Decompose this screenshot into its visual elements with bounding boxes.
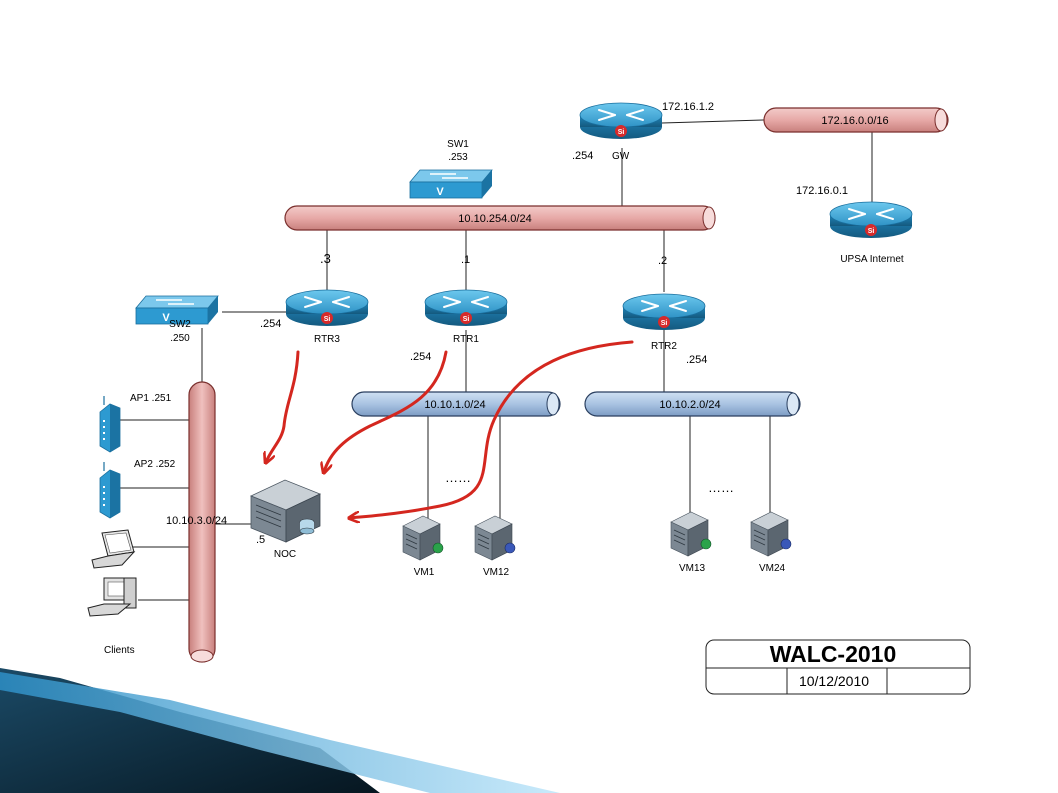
rtr1-name: RTR1	[453, 334, 479, 345]
router-icon	[829, 201, 913, 239]
corner-decoration-light	[0, 672, 560, 793]
server-icon	[670, 511, 712, 557]
access-point-icon	[99, 462, 121, 519]
server-icon	[402, 515, 444, 561]
bus-net2: 10.10.2.0/24	[584, 391, 801, 417]
arrow-rtr1-noc	[324, 350, 448, 472]
arrow-rtr3-noc	[266, 350, 300, 462]
bus-net1: 10.10.1.0/24	[351, 391, 561, 417]
ellipsis-net2: ……	[708, 480, 734, 495]
noc-name: NOC	[274, 549, 296, 560]
router-icon	[579, 102, 663, 140]
sw2-name: SW2	[169, 319, 191, 330]
vm12-name: VM12	[483, 567, 510, 578]
server-vm24: VM24	[750, 511, 792, 574]
router-rtr3: .3 .254 RTR3	[260, 251, 369, 345]
server-icon	[474, 515, 516, 561]
gw-addr-left: .254	[572, 150, 593, 162]
ap2-label: AP2 .252	[134, 459, 176, 470]
server-vm12: VM12	[474, 515, 516, 578]
vm13-name: VM13	[679, 563, 706, 574]
sw2-addr: .250	[170, 333, 190, 344]
desktop-icon	[87, 577, 137, 617]
switch-sw1: SW1 .253	[409, 139, 493, 199]
ellipsis-net1: ……	[445, 470, 471, 485]
noc-addr: .5	[256, 534, 265, 546]
bus-net3-label: 10.10.3.0/24	[166, 515, 227, 527]
server-icon	[750, 511, 792, 557]
router-rtr1: .1 .254 RTR1	[410, 254, 508, 363]
bus-net3: 10.10.3.0/24	[166, 381, 227, 663]
rtr3-addr-side: .254	[260, 318, 281, 330]
rtr2-addr-up: .2	[658, 255, 667, 267]
switch-sw2: SW2 .250	[135, 295, 219, 344]
server-noc: .5 NOC	[249, 479, 322, 560]
server-vm13: VM13	[670, 511, 712, 574]
ap1-label: AP1 .251	[130, 393, 172, 404]
rtr3-name: RTR3	[314, 334, 340, 345]
links	[120, 119, 873, 601]
vm24-name: VM24	[759, 563, 786, 574]
rtr2-addr-down: .254	[686, 354, 707, 366]
router-icon	[622, 293, 706, 331]
access-point-ap2: AP2 .252	[99, 459, 176, 519]
rtr1-addr-down: .254	[410, 351, 431, 363]
rtr1-addr-up: .1	[461, 254, 470, 266]
bus-upsa-label: 172.16.0.0/16	[821, 115, 888, 127]
title-block-date: 10/12/2010	[799, 673, 869, 689]
router-rtr2: .2 .254 RTR2	[622, 255, 707, 366]
access-point-ap1: AP1 .251	[99, 393, 172, 453]
router-upsa: 172.16.0.1 UPSA Internet	[796, 185, 913, 265]
title-block-title: WALC-2010	[770, 641, 897, 667]
bus-net2-label: 10.10.2.0/24	[659, 399, 720, 411]
upsa-addr: 172.16.0.1	[796, 185, 848, 197]
bus-net1-label: 10.10.1.0/24	[424, 399, 485, 411]
upsa-name: UPSA Internet	[840, 254, 904, 265]
router-icon	[424, 289, 508, 327]
server-icon	[249, 479, 322, 543]
clients: Clients	[87, 529, 137, 656]
server-vm1: VM1	[402, 515, 444, 578]
laptop-icon	[91, 529, 136, 569]
gw-name: GW	[612, 151, 630, 162]
sw1-name: SW1	[447, 139, 469, 150]
sw1-addr: .253	[448, 152, 468, 163]
title-block: WALC-2010 10/12/2010	[705, 639, 971, 695]
rtr2-name: RTR2	[651, 341, 677, 352]
rtr3-addr-up: .3	[320, 251, 331, 266]
arrow-rtr2-noc	[350, 340, 634, 518]
bus-backbone-label: 10.10.254.0/24	[458, 213, 531, 225]
bus-backbone: 10.10.254.0/24	[284, 205, 716, 231]
clients-label: Clients	[104, 645, 135, 656]
vm1-name: VM1	[414, 567, 435, 578]
management-arrows	[266, 340, 634, 518]
bus-upsa: 172.16.0.0/16	[763, 107, 949, 133]
switch-icon	[409, 169, 493, 199]
access-point-icon	[99, 396, 121, 453]
gw-addr-top: 172.16.1.2	[662, 101, 714, 113]
router-icon	[285, 289, 369, 327]
router-gw: 172.16.1.2 .254 GW	[572, 101, 714, 162]
